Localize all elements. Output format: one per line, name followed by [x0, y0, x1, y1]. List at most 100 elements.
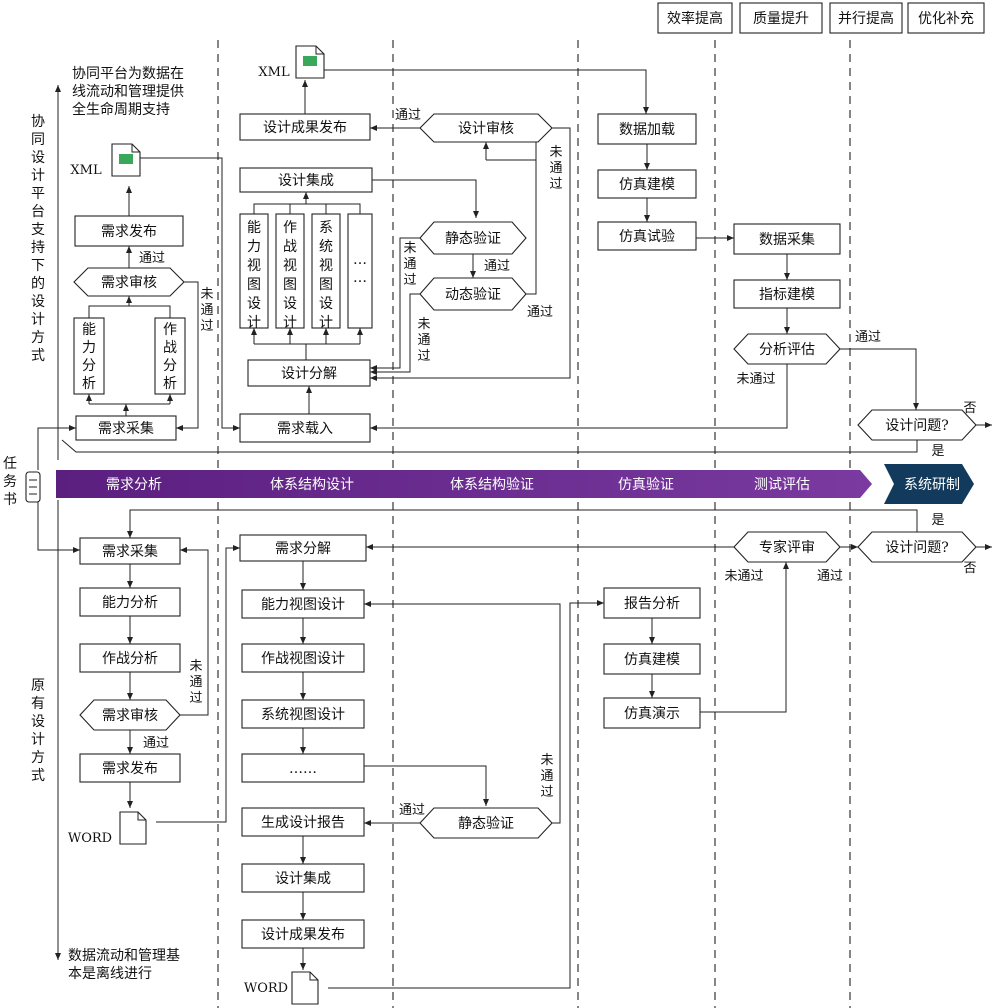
svg-text:作: 作 [163, 322, 177, 338]
svg-text:图: 图 [247, 277, 261, 293]
low-req-release[interactable] [79, 753, 181, 783]
low-design-integration[interactable] [241, 863, 365, 893]
word-doc-icon-1 [119, 811, 147, 845]
up-data-load[interactable] [597, 113, 697, 145]
svg-text:通过: 通过 [817, 569, 843, 584]
svg-text:需求采集: 需求采集 [98, 420, 154, 437]
svg-text:统: 统 [319, 239, 333, 255]
svg-text:设: 设 [319, 296, 333, 312]
low-more-view [241, 753, 365, 783]
side-task: 任 务 书 [3, 456, 17, 508]
svg-text:协: 协 [31, 114, 45, 130]
svg-text:分析评估: 分析评估 [759, 342, 815, 358]
up-op-view[interactable] [275, 213, 305, 329]
svg-text:设计成果发布: 设计成果发布 [261, 927, 345, 943]
svg-text:视: 视 [247, 258, 261, 274]
svg-text:设计审核: 设计审核 [458, 121, 514, 137]
svg-text:方: 方 [31, 750, 45, 766]
svg-text:未: 未 [417, 317, 430, 332]
svg-text:仿真演示: 仿真演示 [624, 706, 680, 722]
svg-text:需求发布: 需求发布 [102, 761, 158, 777]
svg-text:计: 计 [283, 315, 297, 331]
low-design-release[interactable] [241, 919, 365, 949]
tag-quality: 质量提升 [753, 11, 809, 27]
svg-text:析: 析 [82, 376, 96, 392]
svg-text:作战视图设计: 作战视图设计 [261, 651, 345, 667]
svg-text:图: 图 [319, 277, 333, 293]
svg-text:力: 力 [247, 239, 261, 255]
low-req-review[interactable] [79, 699, 181, 731]
svg-text:计: 计 [31, 168, 45, 184]
svg-text:未: 未 [189, 659, 202, 674]
low-op-view[interactable] [241, 643, 365, 673]
svg-text:视: 视 [283, 258, 297, 274]
svg-text:的: 的 [31, 276, 45, 292]
svg-text:过: 过 [189, 691, 202, 706]
svg-text:否: 否 [963, 561, 976, 576]
tag-efficiency: 效率提高 [667, 10, 723, 27]
svg-text:设: 设 [247, 296, 261, 312]
svg-text:未: 未 [549, 145, 562, 160]
low-sim-demo[interactable] [603, 697, 701, 729]
svg-text:动态验证: 动态验证 [445, 287, 501, 303]
svg-text:作: 作 [283, 220, 297, 236]
up-cap-view[interactable] [239, 213, 269, 329]
svg-text:静态验证: 静态验证 [458, 816, 514, 832]
svg-text:通: 通 [417, 333, 430, 348]
svg-text:力: 力 [82, 340, 96, 356]
low-design-problem[interactable] [857, 531, 977, 563]
low-report-analysis[interactable] [603, 587, 701, 619]
svg-text:过: 过 [540, 785, 553, 800]
svg-text:通: 通 [200, 303, 213, 318]
up-req-review[interactable] [73, 267, 185, 297]
svg-text:能: 能 [247, 220, 261, 236]
svg-text:……: …… [289, 761, 317, 777]
svg-text:否: 否 [963, 401, 976, 416]
up-sim-model[interactable] [597, 169, 697, 199]
low-req-decompose[interactable] [239, 534, 367, 562]
scroll-icon [25, 471, 41, 503]
svg-text:通过: 通过 [527, 305, 553, 320]
tag-parallel: 并行提高 [838, 10, 894, 27]
up-design-release[interactable] [239, 113, 371, 141]
svg-text:方: 方 [31, 330, 45, 346]
svg-text:本是离线进行: 本是离线进行 [68, 965, 152, 982]
up-data-collect[interactable] [733, 223, 841, 255]
svg-text:作战分析: 作战分析 [102, 651, 158, 667]
svg-text:专家评审: 专家评审 [759, 539, 815, 556]
low-sys-view[interactable] [241, 699, 365, 729]
svg-text:能力视图设计: 能力视图设计 [261, 597, 345, 613]
svg-text:系统视图设计: 系统视图设计 [261, 707, 345, 723]
up-sim-test[interactable] [597, 221, 697, 251]
svg-text:仿真试验: 仿真试验 [619, 229, 675, 245]
svg-text:计: 计 [319, 315, 333, 331]
svg-text:台: 台 [31, 204, 45, 220]
svg-text:下: 下 [31, 258, 45, 274]
svg-text:设计成果发布: 设计成果发布 [263, 120, 347, 136]
word-doc-icon-2 [291, 971, 319, 1005]
svg-text:持: 持 [31, 240, 45, 256]
up-analysis-eval[interactable] [733, 333, 841, 365]
side-new-mode: 协 同 设 计 平 台 支 持 下 的 设 计 方 式 [31, 114, 45, 364]
up-design-problem[interactable] [857, 409, 977, 441]
up-req-release-box[interactable] [74, 215, 184, 247]
svg-text:通过: 通过 [484, 259, 510, 274]
svg-text:通: 通 [549, 161, 562, 176]
up-req-collect[interactable] [75, 415, 177, 441]
tag-optimize: 优化补充 [918, 11, 974, 27]
svg-text:计: 计 [247, 315, 261, 331]
stage-system-development: 系统研制 [904, 477, 960, 493]
svg-text:设计集成: 设计集成 [275, 870, 331, 887]
svg-text:平: 平 [31, 186, 45, 202]
svg-text:战: 战 [163, 340, 177, 356]
svg-text:计: 计 [31, 312, 45, 328]
low-cap-analysis[interactable] [79, 587, 181, 617]
svg-text:数据加载: 数据加载 [619, 122, 675, 138]
up-cap-analysis[interactable] [73, 317, 105, 395]
low-sim-model[interactable] [603, 643, 701, 675]
stage-arch-verify: 体系结构验证 [450, 477, 534, 493]
svg-text:全生命周期支持: 全生命周期支持 [72, 101, 170, 118]
up-op-analysis[interactable] [154, 317, 186, 395]
svg-text:战: 战 [283, 239, 297, 255]
svg-text:设计分解: 设计分解 [281, 366, 337, 382]
